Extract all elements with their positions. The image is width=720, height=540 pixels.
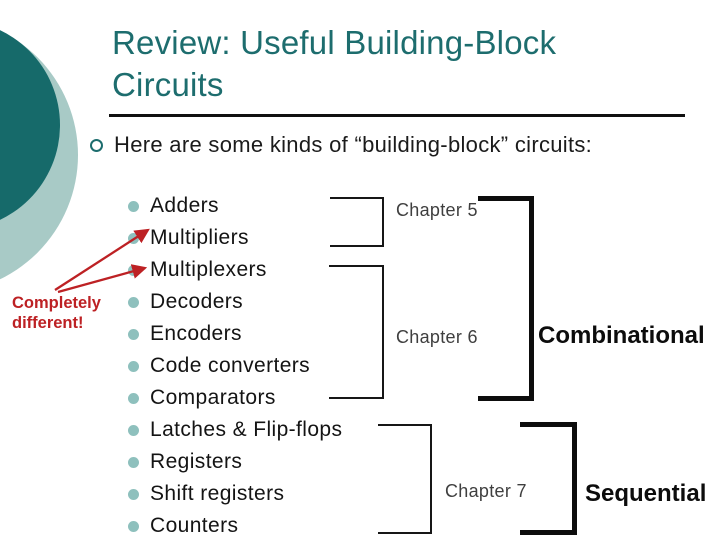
bullet-icon	[128, 392, 139, 404]
slide-title: Review: Useful Building-Block Circuits	[112, 24, 557, 103]
list-item-label: Latches & Flip-flops	[150, 418, 343, 441]
chapter-7-label: Chapter 7	[445, 481, 527, 501]
bracket-sequential	[520, 422, 577, 535]
bullet-icon	[128, 264, 139, 276]
bullet-icon	[128, 232, 139, 244]
list-item: Decoders	[128, 286, 342, 318]
list-item-label: Registers	[150, 450, 243, 473]
list-item: Shift registers	[128, 478, 342, 510]
bracket-combinational	[478, 196, 534, 401]
chapter-6-label: Chapter 6	[396, 327, 478, 347]
hollow-bullet-icon	[90, 139, 103, 152]
bullet-icon	[128, 200, 139, 212]
bullet-icon	[128, 360, 139, 372]
list-item: Multipliers	[128, 222, 342, 254]
chapter-5-label: Chapter 5	[396, 200, 478, 220]
list-item-label: Shift registers	[150, 482, 285, 505]
bullet-icon	[128, 520, 139, 532]
bracket-chapter-5	[330, 197, 384, 247]
list-item: Comparators	[128, 382, 342, 414]
list-item-label: Multipliers	[150, 226, 249, 249]
list-item-label: Code converters	[150, 354, 311, 377]
list-item: Multiplexers	[128, 254, 342, 286]
bullet-icon	[128, 488, 139, 500]
title-divider	[109, 114, 685, 117]
list-item: Registers	[128, 446, 342, 478]
list-item-label: Adders	[150, 194, 219, 217]
bracket-chapter-6	[329, 265, 384, 399]
list-item: Code converters	[128, 350, 342, 382]
bullet-icon	[128, 328, 139, 340]
list-item: Adders	[128, 190, 342, 222]
list-item-label: Counters	[150, 514, 239, 537]
bullet-icon	[128, 424, 139, 436]
bullet-icon	[128, 456, 139, 468]
list-item: Latches & Flip-flops	[128, 414, 342, 446]
combinational-label: Combinational	[538, 322, 705, 349]
list-item-label: Multiplexers	[150, 258, 267, 281]
annotation-completely-different: Completely different!	[12, 294, 101, 332]
circuit-list: Adders Multipliers Multiplexers Decoders…	[128, 190, 342, 540]
bracket-chapter-7	[378, 424, 432, 534]
list-item: Counters	[128, 510, 342, 540]
list-item-label: Comparators	[150, 386, 276, 409]
list-item: Encoders	[128, 318, 342, 350]
list-item-label: Decoders	[150, 290, 244, 313]
sequential-label: Sequential	[585, 480, 707, 507]
intro-text: Here are some kinds of “building-block” …	[114, 132, 593, 157]
list-item-label: Encoders	[150, 322, 242, 345]
bullet-icon	[128, 296, 139, 308]
